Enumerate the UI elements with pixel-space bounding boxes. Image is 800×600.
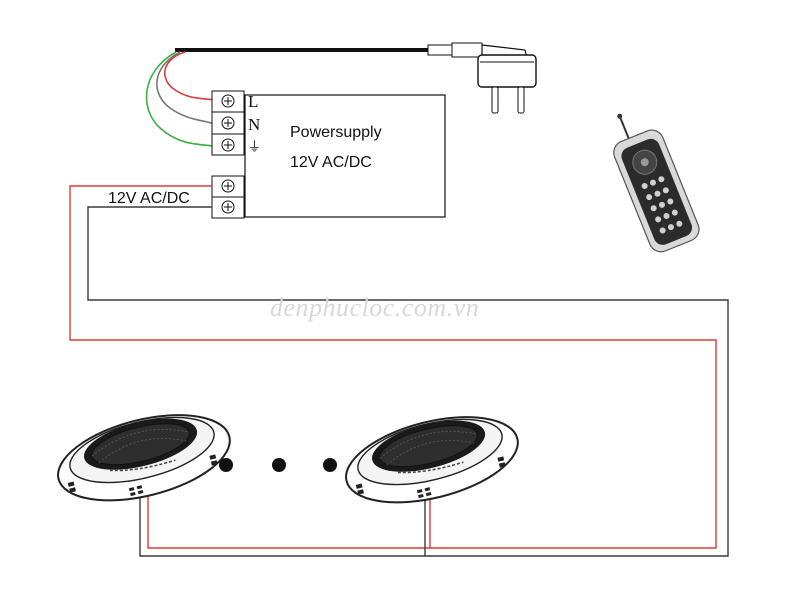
power-supply-box: Powersupply 12V AC/DC: [244, 94, 446, 218]
screw-terminal-icon: [221, 138, 235, 152]
terminal-label-L: L: [248, 92, 258, 111]
pool-light-icon: [57, 414, 231, 502]
output-label: 12V AC/DC: [108, 190, 190, 207]
screw-terminal-icon: [221, 116, 235, 130]
remote-control-icon: [613, 113, 700, 253]
input-terminal-block: L N ⏚: [211, 90, 261, 156]
terminal-label-ground: ⏚: [248, 139, 261, 154]
screw-terminal-icon: [221, 200, 235, 214]
output-wire-positive: [69, 185, 717, 549]
screw-terminal-icon: [221, 179, 235, 193]
output-terminal-block: [211, 175, 245, 219]
ellipsis-dots: [219, 458, 337, 472]
terminal-label-N: N: [248, 115, 260, 134]
pool-light-icon: [345, 416, 519, 504]
mains-cable: [145, 48, 428, 147]
screw-terminal-icon: [221, 94, 235, 108]
output-wire-negative: [87, 206, 729, 557]
power-supply-rating: 12V AC/DC: [290, 154, 372, 171]
watermark: denphucloc.com.vn: [270, 293, 479, 322]
power-supply-title: Powersupply: [290, 124, 382, 141]
plug-icon: [427, 42, 537, 114]
